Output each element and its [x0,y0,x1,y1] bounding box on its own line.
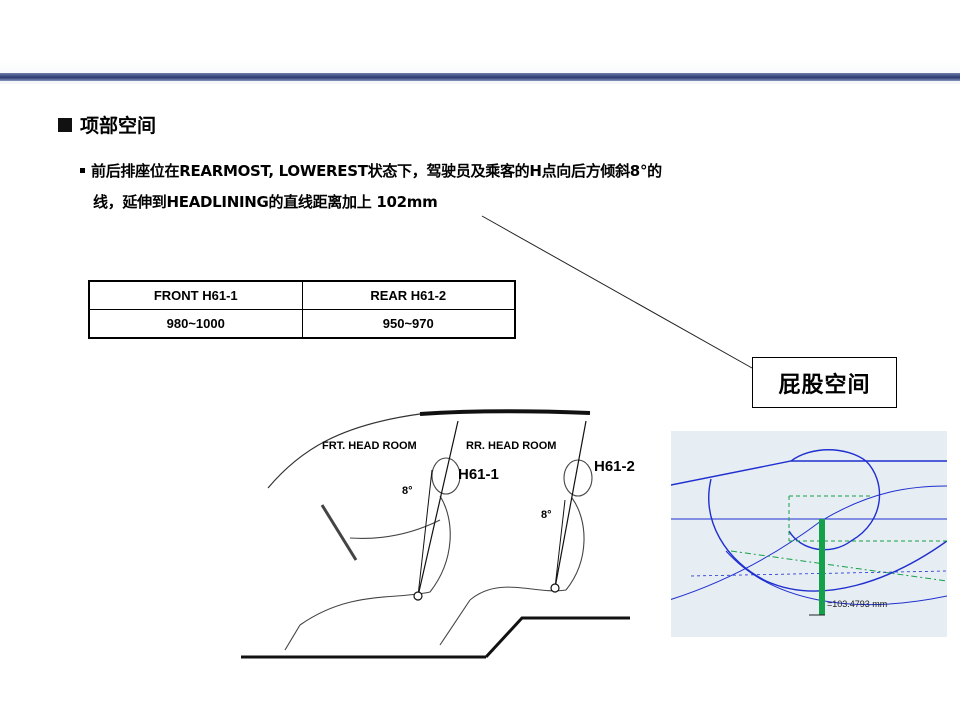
cad-measurement-panel: =103.4793 mm [671,431,947,637]
front-h-point [413,591,423,601]
steering-column [320,504,358,561]
bullet-icon [80,167,85,173]
table-row: 980~1000 950~970 [88,309,516,339]
front-head-room-label: FRT. HEAD ROOM [322,440,417,452]
measurement-value: =103.4793 mm [827,599,887,609]
front-angle-label: 8° [402,485,413,497]
heading-text: 项部空间 [80,115,157,137]
front-head-room-line [417,420,459,597]
front-vertical-line [417,469,433,597]
rear-h-point [550,583,560,593]
table-header-rear: REAR H61-2 [301,280,516,310]
rear-angle-label: 8° [541,509,552,521]
head-room-table: FRONT H61-1 REAR H61-2 980~1000 950~970 [88,280,516,339]
headliner [419,409,591,416]
measurement-bar [819,519,825,615]
section-heading: 项部空间 [58,111,156,138]
header-rule [0,73,960,81]
description-line-1: 前后排座位在REARMOST, LOWEREST状态下，驾驶员及乘客的H点向后方… [80,156,820,187]
leader-line [481,215,753,369]
description-line-2: 线，延伸到HEADLINING的直线距离加上 102mm [93,193,438,211]
table-cell-rear: 950~970 [301,309,516,339]
cad-sketch: =103.4793 mm [671,449,947,616]
header-band [0,0,960,84]
table-cell-front: 980~1000 [88,309,303,339]
callout-box: 屁股空间 [752,357,897,408]
square-bullet-icon [58,117,72,132]
front-code-label: H61-1 [458,466,499,483]
rear-vertical-line [554,499,566,589]
rear-code-label: H61-2 [594,458,635,475]
rear-head-room-label: RR. HEAD ROOM [466,440,556,452]
callout-text: 屁股空间 [778,371,871,398]
rear-head-room-line [554,420,587,589]
description-line-1-text: 前后排座位在REARMOST, LOWEREST状态下，驾驶员及乘客的H点向后方… [91,162,662,180]
description-text: 前后排座位在REARMOST, LOWEREST状态下，驾驶员及乘客的H点向后方… [80,156,820,218]
front-occupant-outline [284,457,461,651]
rear-floor-step [484,616,630,659]
